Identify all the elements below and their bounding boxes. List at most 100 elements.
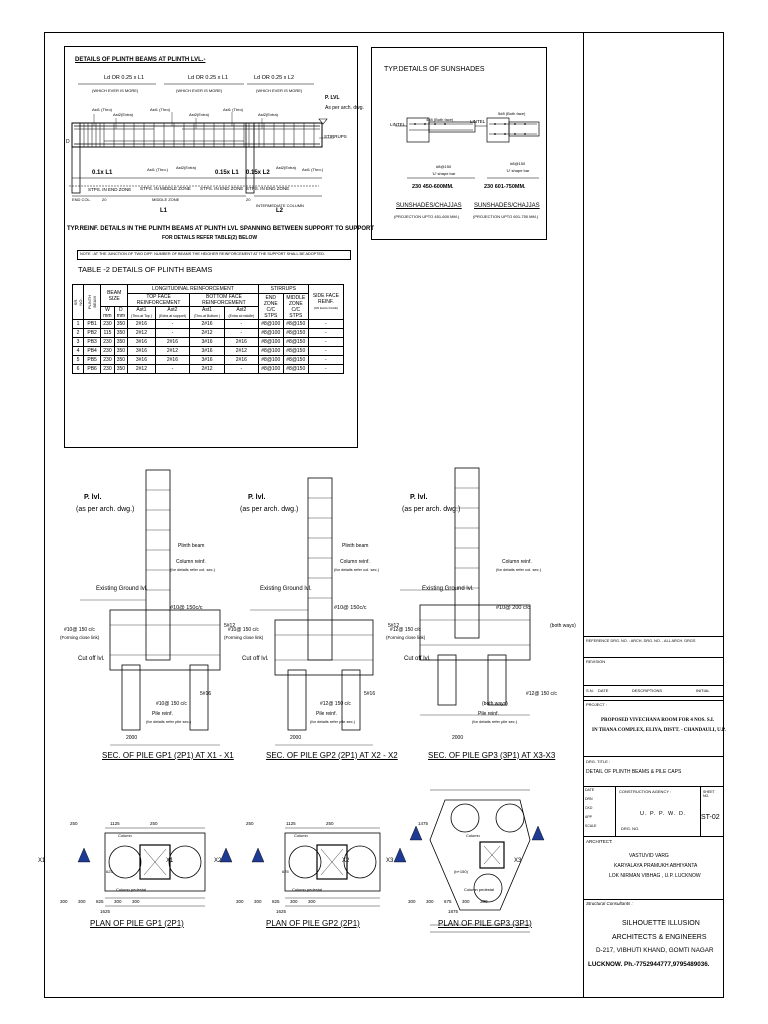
tb-date-row: DATE xyxy=(585,788,595,792)
table-cell: 115 xyxy=(100,328,115,338)
table-cell: #8@100 xyxy=(257,355,284,365)
tb-date-column xyxy=(583,786,616,836)
fraction-3: 0.15x L2 xyxy=(246,170,270,176)
table-cell: 3 xyxy=(72,337,84,347)
table-cell: 350 xyxy=(113,364,129,374)
tb-consult-label: Structural Consultants : xyxy=(586,901,633,906)
title-block xyxy=(583,32,724,998)
tb-rev-row xyxy=(583,657,724,658)
plinth-note-box xyxy=(77,250,351,260)
table-cell: 350 xyxy=(113,328,129,338)
plan-3-bot-dim: 300 xyxy=(408,899,416,904)
pile-section-2-cutoff: Cut off lvl. xyxy=(242,656,269,662)
label-2: SUNSHADES/CHAJJAS xyxy=(474,203,540,209)
plan-2-mark-r: X2 xyxy=(342,858,350,864)
th-mark: PLINTH BEAM xyxy=(82,284,102,320)
l2-label: L2 xyxy=(276,208,284,214)
tb-rev-head xyxy=(583,685,724,686)
pile-section-3-title: SEC. OF PILE GP3 (3P1) AT X3-X3 xyxy=(428,751,556,760)
table-cell: #8@100 xyxy=(257,346,284,356)
tb-cons-1: SILHOUETTE ILLUSION xyxy=(622,920,700,927)
l1-label: L1 xyxy=(160,208,168,214)
tb-arch-row xyxy=(583,836,724,837)
pile-section-2-egl: Existing Ground lvl. xyxy=(260,586,312,592)
plan-2-bot-dim: 300 xyxy=(254,899,262,904)
plan-1-bot-dim: 300 xyxy=(114,899,122,904)
table-cell: 350 xyxy=(113,346,129,356)
plan-3-mark-l: X3 xyxy=(386,858,394,864)
th-bot: BOTTOM FACE REINFORCEMENT xyxy=(189,293,259,307)
plan-1-mark-r: X1 xyxy=(166,858,174,864)
table-cell: 2#12 xyxy=(223,346,259,356)
tb-ref: REFERENCE DRG. NO. : ARCH. DRG. NO. - AL… xyxy=(586,639,696,643)
plinth-note: NOTE : AT THE JUNCTION OF TWO DIFF. NUMB… xyxy=(80,252,325,256)
tb-consult-row xyxy=(583,899,724,900)
pile-section-1-plvl-sub: (as per arch. dwg.) xyxy=(76,506,135,513)
dim-1: 230 450-600MM. xyxy=(412,184,454,190)
table-cell: - xyxy=(154,364,191,374)
plan-1-top-dim: 250 xyxy=(150,821,158,826)
table-cell: - xyxy=(307,328,345,338)
label-1: SUNSHADES/CHAJJAS xyxy=(396,203,462,209)
int-col: INTERMEDIATE COLUMN xyxy=(256,203,304,208)
plan-2-title: PLAN OF PILE GP2 (2P1) xyxy=(266,919,360,928)
table-cell: PB3 xyxy=(82,337,102,347)
table-cell: #8@150 xyxy=(282,355,309,365)
table-cell: 3#16 xyxy=(189,346,225,356)
table-cell: PB2 xyxy=(82,328,102,338)
table-cell: 3#16 xyxy=(127,355,156,365)
plinth-title: DETAILS OF PLINTH BEAMS AT PLINTH LVL.- xyxy=(75,57,206,63)
pile-section-2-colreinf-sub: (for details refer col. sec.) xyxy=(334,567,380,572)
table-cell: 2#16 xyxy=(154,355,191,365)
table-cell: 6 xyxy=(72,364,84,374)
table-cell: 2#12 xyxy=(127,364,156,374)
bar-1: 4#8 (Both face) xyxy=(426,117,454,122)
ushape-1: 'U' shape bar xyxy=(432,171,456,176)
th-size: BEAM SIZE xyxy=(100,284,129,307)
table-cell: - xyxy=(154,319,191,329)
table-cell: - xyxy=(154,328,191,338)
table-cell: 350 xyxy=(113,319,129,329)
tb-sheet-label: SHEET NO. xyxy=(703,790,715,798)
plan-1-top-dim: 1125 xyxy=(110,821,120,826)
table-cell: #8@150 xyxy=(282,319,309,329)
table-cell: PB1 xyxy=(82,319,102,329)
pile-section-3-pile: Pile reinf. xyxy=(478,711,499,717)
plan-1-total: 1625 xyxy=(100,909,111,914)
th-side: SIDE FACE REINF.(ON EACH FACE) xyxy=(307,284,345,320)
table-cell: #8@150 xyxy=(282,337,309,347)
pile-section-3-bar-b: #10@ 200 c/c xyxy=(496,605,531,611)
plinth-caption: TYP.REINF. DETAILS IN THE PLINTH BEAMS A… xyxy=(67,226,375,232)
th-mid: MIDDLE ZONE C/C STPS xyxy=(282,293,309,320)
pile-section-1-bar-c: 5#12 xyxy=(224,623,236,629)
dist-1: #8@150 xyxy=(436,164,452,169)
tb-revision: REVISION xyxy=(586,659,606,664)
pile-section-2-title: SEC. OF PILE GP2 (2P1) AT X2 - X2 xyxy=(266,751,398,760)
plan-1-col: Column xyxy=(118,833,132,838)
pile-section-1-bar-a: #10@ 150 c/c xyxy=(64,627,95,633)
dim-2: 230 601-750MM. xyxy=(484,184,526,190)
tb-architect-label: ARCHITECT: xyxy=(586,839,613,844)
table-cell: 2#16 xyxy=(223,355,259,365)
tb-arch-2: KARYALAYA PRAMUKH ABHIYANTA xyxy=(614,863,698,869)
th-top: TOP FACE REINFORCEMENT xyxy=(127,293,191,307)
plan-2-ped: Column pedestal xyxy=(292,887,323,892)
ast-bot-2: Ast2(Extra) xyxy=(176,165,197,170)
plinth-table-title: TABLE -2 DETAILS OF PLINTH BEAMS xyxy=(78,265,213,274)
tb-drg-title: DETAIL OF PLINTH BEAMS & PILE CAPS xyxy=(586,769,682,775)
plinth-caption-2: FOR DETAILS REFER TABLE(2) BELOW xyxy=(162,235,258,241)
table-cell: - xyxy=(307,346,345,356)
tb-agency-label: CONSTRUCTION AGENCY : xyxy=(619,789,672,794)
table-cell: 3#16 xyxy=(127,337,156,347)
pile-section-3-pile-sub: (for details refer pile sec.) xyxy=(472,719,518,724)
pile-section-3-bar-a: #12@ 150 c/c xyxy=(390,627,421,633)
dim-sub-2: (WHICH EVER IS MORE) xyxy=(176,88,223,93)
plan-2-mark-l: X2 xyxy=(214,858,222,864)
plan-3-bot-dim: 300 xyxy=(426,899,434,904)
table-cell: 3#16 xyxy=(189,355,225,365)
table-cell: 4 xyxy=(72,346,84,356)
ast-top-2: Ast2(Extra) xyxy=(113,112,134,117)
plan-2-top-dim: 250 xyxy=(246,821,254,826)
